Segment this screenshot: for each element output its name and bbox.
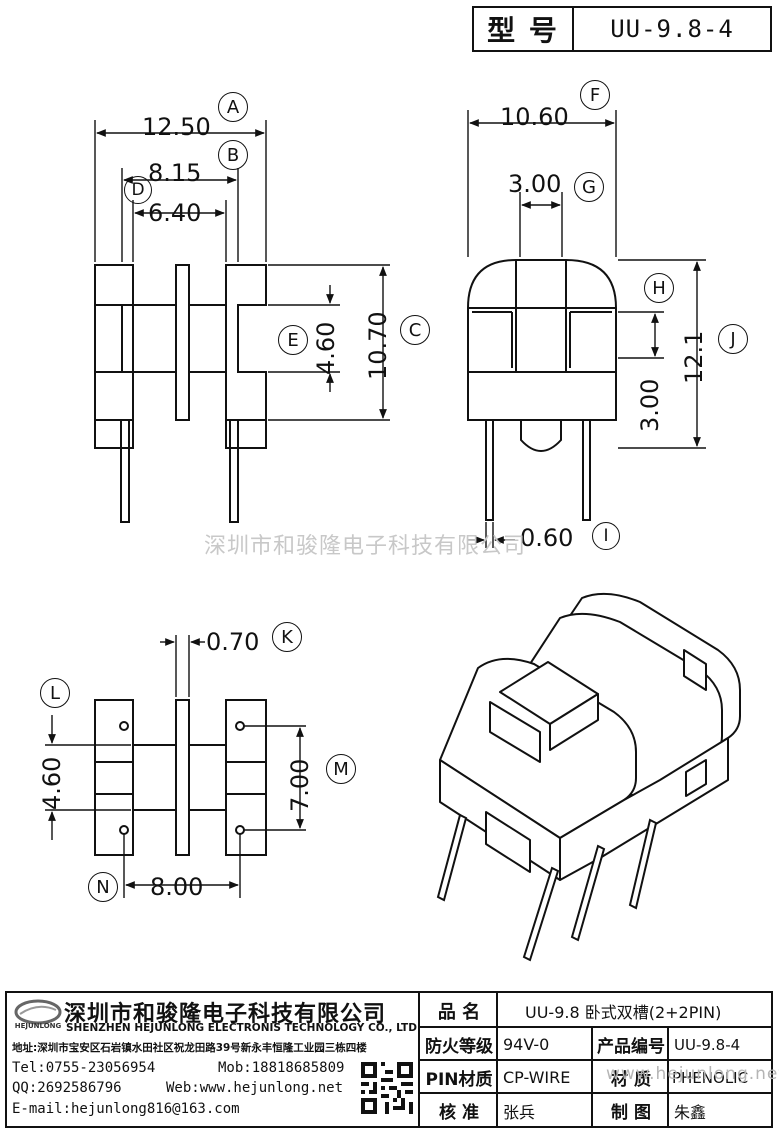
dim-n-bubble: N (88, 872, 118, 902)
dim-b-value: 8.15 (148, 159, 202, 187)
pin-value: CP-WIRE (503, 1068, 571, 1087)
fire-label: 防火等级 (425, 1037, 493, 1057)
dim-b-letter: B (226, 144, 240, 166)
draw-label-cell: 制 图 (594, 1095, 668, 1126)
dim-k-value: 0.70 (206, 628, 260, 656)
check-label-cell: 核 准 (421, 1095, 497, 1126)
check-value: 张兵 (503, 1102, 536, 1122)
dim-c-value: 10.70 (364, 311, 392, 380)
material-label: 材 质 (611, 1070, 651, 1090)
product-no-value: UU-9.8-4 (674, 1035, 741, 1054)
dim-g-letter: G (582, 176, 596, 198)
dim-a-letter: A (226, 96, 240, 118)
dim-n-letter: N (96, 876, 110, 898)
company-web: Web:www.hejunlong.net (166, 1080, 344, 1096)
watermark-company: 深圳市和骏隆电子科技有限公司 (204, 534, 527, 559)
model-value-cell: UU-9.8-4 (574, 8, 770, 50)
product-name-value: UU-9.8 卧式双槽(2+2PIN) (525, 1002, 722, 1022)
isometric-view (439, 592, 741, 881)
side-view (467, 259, 617, 521)
dim-g-value: 3.00 (508, 170, 562, 198)
dim-i-bubble: I (592, 522, 620, 550)
company-name-en: SHENZHEN HEJUNLONG ELECTRONIS TECHNOLOGY… (66, 1022, 417, 1034)
company-mob: Mob:18818685809 (218, 1060, 345, 1076)
dim-k-bubble: K (272, 622, 302, 652)
dim-l-value: 4.60 (38, 756, 66, 810)
dim-j-letter: J (730, 328, 736, 350)
company-email: E-mail:hejunlong816@163.com (12, 1101, 240, 1117)
company-address: 地址:深圳市宝安区石岩镇水田社区祝龙田路39号新永丰恒隆工业园三栋四楼 (12, 1042, 367, 1054)
dim-c-letter: C (408, 319, 422, 341)
material-value: PHENOLIC (672, 1068, 749, 1087)
model-value: UU-9.8-4 (610, 15, 734, 43)
dim-j-bubble: J (718, 324, 748, 354)
fire-label-cell: 防火等级 (421, 1029, 497, 1060)
company-qq: QQ:2692586796 (12, 1080, 122, 1096)
dim-d-letter: D (131, 180, 145, 200)
product-no-label-cell: 产品编号 (594, 1029, 668, 1060)
dim-d-bubble: D (124, 176, 152, 204)
front-view (94, 264, 267, 523)
dim-f-bubble: F (580, 80, 610, 110)
dim-h-letter: H (652, 277, 666, 299)
company-name-cn: 深圳市和骏隆电子科技有限公司 (64, 1002, 387, 1027)
draw-value-cell: 朱鑫 (670, 1095, 770, 1126)
dim-m-value: 7.00 (286, 758, 314, 812)
dim-d-value: 6.40 (148, 199, 202, 227)
product-no-value-cell: UU-9.8-4 (670, 1029, 770, 1060)
draw-label: 制 图 (611, 1103, 651, 1123)
dim-n-value: 8.00 (150, 873, 204, 901)
material-label-cell: 材 质 (594, 1062, 668, 1093)
top-view (94, 699, 267, 856)
dim-i-value: 0.60 (520, 524, 574, 552)
model-label: 型 号 (487, 14, 559, 47)
pin-value-cell: CP-WIRE (499, 1062, 592, 1093)
dim-e-bubble: E (278, 325, 308, 355)
dim-f-value: 10.60 (500, 103, 569, 131)
dim-l-letter: L (49, 682, 61, 704)
qr-code-icon (361, 1062, 413, 1114)
model-header: 型 号 UU-9.8-4 (472, 6, 772, 52)
dim-b-bubble: B (218, 140, 248, 170)
dim-e-letter: E (287, 329, 299, 351)
product-name-label-cell: 品 名 (421, 994, 497, 1027)
dim-h-bubble: H (644, 273, 674, 303)
material-value-cell: PHENOLIC (670, 1062, 770, 1093)
dim-k-letter: K (281, 626, 293, 648)
dim-a-value: 12.50 (142, 113, 211, 141)
dim-a-bubble: A (218, 92, 248, 122)
logo-text: HEJUNLONG (14, 1022, 62, 1030)
dim-i-letter: I (603, 526, 609, 546)
pin-label: PIN材质 (425, 1070, 493, 1090)
company-logo: HEJUNLONG (12, 996, 64, 1036)
dim-m-letter: M (333, 758, 349, 780)
check-value-cell: 张兵 (499, 1095, 592, 1126)
fire-value-cell: 94V-0 (499, 1029, 592, 1060)
dim-g-bubble: G (574, 172, 604, 202)
dim-e-value: 4.60 (312, 321, 340, 375)
product-name-value-cell: UU-9.8 卧式双槽(2+2PIN) (499, 994, 771, 1027)
product-no-label: 产品编号 (597, 1037, 665, 1057)
dim-c-bubble: C (400, 315, 430, 345)
dim-f-letter: F (589, 84, 601, 106)
check-label: 核 准 (439, 1103, 479, 1123)
dim-l-bubble: L (40, 678, 70, 708)
draw-value: 朱鑫 (674, 1102, 707, 1122)
dim-h-value: 3.00 (636, 378, 664, 432)
product-name-label: 品 名 (437, 1001, 481, 1023)
fire-value: 94V-0 (503, 1035, 550, 1054)
dim-j-value: 12.1 (680, 330, 708, 384)
model-label-cell: 型 号 (474, 8, 574, 50)
pin-label-cell: PIN材质 (421, 1062, 497, 1093)
dim-m-bubble: M (326, 754, 356, 784)
company-tel: Tel:0755-23056954 (12, 1060, 156, 1076)
table-watermark: www.hejunlong.net (606, 1064, 779, 1084)
info-table-frame (5, 991, 773, 1128)
